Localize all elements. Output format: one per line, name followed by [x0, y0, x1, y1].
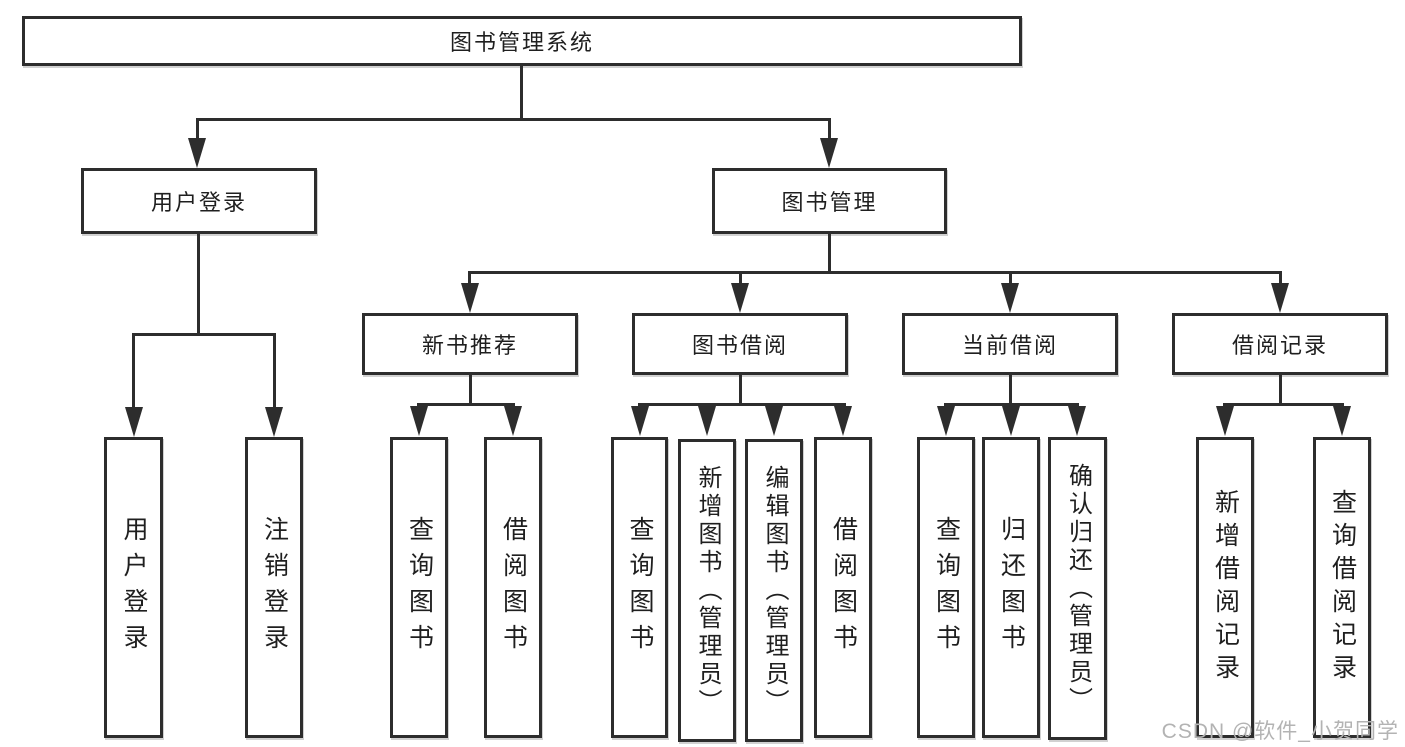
node-book-borrowing: 图书借阅 [632, 313, 848, 375]
connector-line [638, 403, 846, 406]
leaf-bb-edit-books-admin: 编辑图书（管理员） [745, 439, 803, 742]
node-book-management: 图书管理 [712, 168, 947, 234]
arrow-down-icon [820, 138, 838, 168]
connector-line [828, 121, 831, 139]
connector-line [196, 118, 831, 121]
arrow-down-icon [698, 406, 716, 436]
arrow-down-icon [1333, 406, 1351, 436]
node-label: 用户登录 [150, 190, 247, 215]
node-label: 借阅记录 [1231, 333, 1328, 358]
leaf-label: 新增借阅记录 [1211, 488, 1240, 687]
node-current-borrowing: 当前借阅 [902, 313, 1118, 375]
leaf-nbr-borrow-books: 借阅图书 [484, 437, 542, 738]
connector-line [196, 121, 199, 139]
leaf-bb-query-books: 查询图书 [611, 437, 668, 738]
connector-line [1279, 274, 1282, 285]
leaf-label: 查询图书 [932, 515, 961, 660]
connector-line [468, 274, 471, 285]
leaf-logout: 注销登录 [245, 437, 303, 738]
leaf-cb-confirm-return-admin: 确认归还（管理员） [1048, 437, 1107, 740]
leaf-cb-query-books: 查询图书 [917, 437, 975, 738]
arrow-down-icon [1001, 283, 1019, 313]
connector-line [1009, 375, 1012, 405]
node-library-management-system: 图书管理系统 [22, 16, 1022, 66]
connector-line [1223, 403, 1344, 406]
arrow-down-icon [461, 283, 479, 313]
leaf-br-query-record: 查询借阅记录 [1313, 437, 1371, 738]
leaf-label: 用户登录 [120, 515, 148, 660]
leaf-user-login: 用户登录 [104, 437, 163, 738]
leaf-bb-borrow-books: 借阅图书 [814, 437, 872, 738]
connector-line [944, 403, 1079, 406]
connector-line [739, 274, 742, 285]
leaf-label: 查询图书 [626, 515, 654, 660]
connector-line [828, 234, 831, 273]
node-user-login: 用户登录 [81, 168, 317, 234]
connector-line [132, 333, 276, 336]
arrow-down-icon [504, 406, 522, 436]
leaf-label: 借阅图书 [829, 515, 858, 660]
arrow-down-icon [1216, 406, 1234, 436]
arrow-down-icon [125, 407, 143, 437]
connector-line [273, 336, 276, 407]
node-label: 图书借阅 [691, 333, 788, 358]
connector-line [417, 403, 515, 406]
arrow-down-icon [731, 283, 749, 313]
arrow-down-icon [765, 406, 783, 436]
connector-line [739, 375, 742, 405]
connector-line [1009, 274, 1012, 285]
leaf-label: 借阅图书 [499, 515, 528, 660]
connector-line [468, 271, 1282, 274]
leaf-cb-return-books: 归还图书 [982, 437, 1040, 738]
arrow-down-icon [1271, 283, 1289, 313]
connector-line [1279, 375, 1282, 405]
arrow-down-icon [631, 406, 649, 436]
leaf-br-add-record: 新增借阅记录 [1196, 437, 1254, 738]
connector-line [132, 336, 135, 407]
node-label: 图书管理系统 [449, 30, 594, 55]
arrow-down-icon [1068, 406, 1086, 436]
leaf-label: 注销登录 [260, 515, 289, 660]
leaf-label: 确认归还（管理员） [1064, 462, 1092, 715]
leaf-label: 新增图书（管理员） [694, 464, 721, 717]
arrow-down-icon [265, 407, 283, 437]
node-label: 图书管理 [781, 190, 878, 215]
connector-line [197, 234, 200, 335]
arrow-down-icon [1002, 406, 1020, 436]
connector-line [469, 375, 472, 405]
leaf-label: 编辑图书（管理员） [761, 464, 788, 717]
arrow-down-icon [410, 406, 428, 436]
node-label: 当前借阅 [961, 333, 1058, 358]
leaf-bb-add-books-admin: 新增图书（管理员） [678, 439, 736, 742]
arrow-down-icon [937, 406, 955, 436]
node-borrowing-records: 借阅记录 [1172, 313, 1388, 375]
leaf-label: 查询借阅记录 [1328, 488, 1357, 687]
connector-line [520, 66, 523, 118]
leaf-label: 归还图书 [997, 515, 1026, 660]
leaf-nbr-query-books: 查询图书 [390, 437, 448, 738]
watermark: CSDN @软件_小贺同学 [1161, 720, 1399, 743]
leaf-label: 查询图书 [405, 515, 434, 660]
node-label: 新书推荐 [421, 333, 518, 358]
arrow-down-icon [834, 406, 852, 436]
node-new-book-recommendation: 新书推荐 [362, 313, 578, 375]
arrow-down-icon [188, 138, 206, 168]
